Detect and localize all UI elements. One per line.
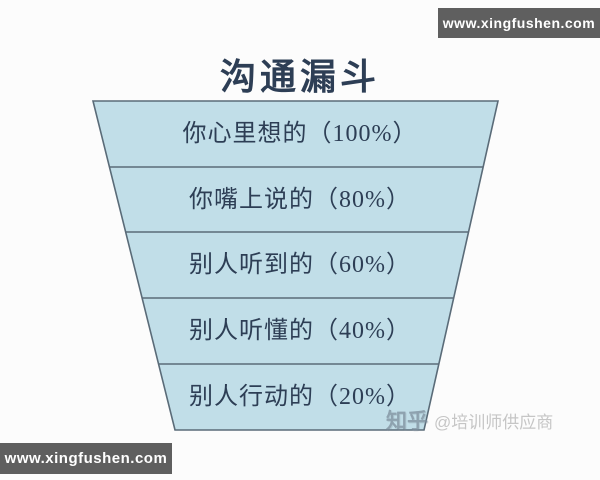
funnel-shape (91, 100, 499, 431)
page-title: 沟通漏斗 (219, 57, 380, 97)
zhihu-logo: 知乎 (386, 410, 428, 433)
funnel-layer-label-say: 你嘴上说的（80%） (189, 187, 411, 213)
funnel-layer-label-acted: 别人行动的（20%） (189, 384, 411, 410)
watermark-url-top: www.xingfushen.com (442, 15, 596, 31)
watermark-banner-top: www.xingfushen.com (438, 8, 600, 38)
watermark-banner-bottom: www.xingfushen.com (0, 443, 172, 474)
funnel-layer-label-think: 你心里想的（100%） (182, 121, 418, 147)
credit-watermark: 知乎 @培训师供应商 (386, 405, 553, 435)
funnel-layer-label-heard: 别人听到的（60%） (189, 252, 411, 278)
credit-handle: @培训师供应商 (434, 412, 554, 432)
funnel-layer-label-understood: 别人听懂的（40%） (189, 318, 411, 344)
watermark-url-bottom: www.xingfushen.com (4, 450, 168, 467)
